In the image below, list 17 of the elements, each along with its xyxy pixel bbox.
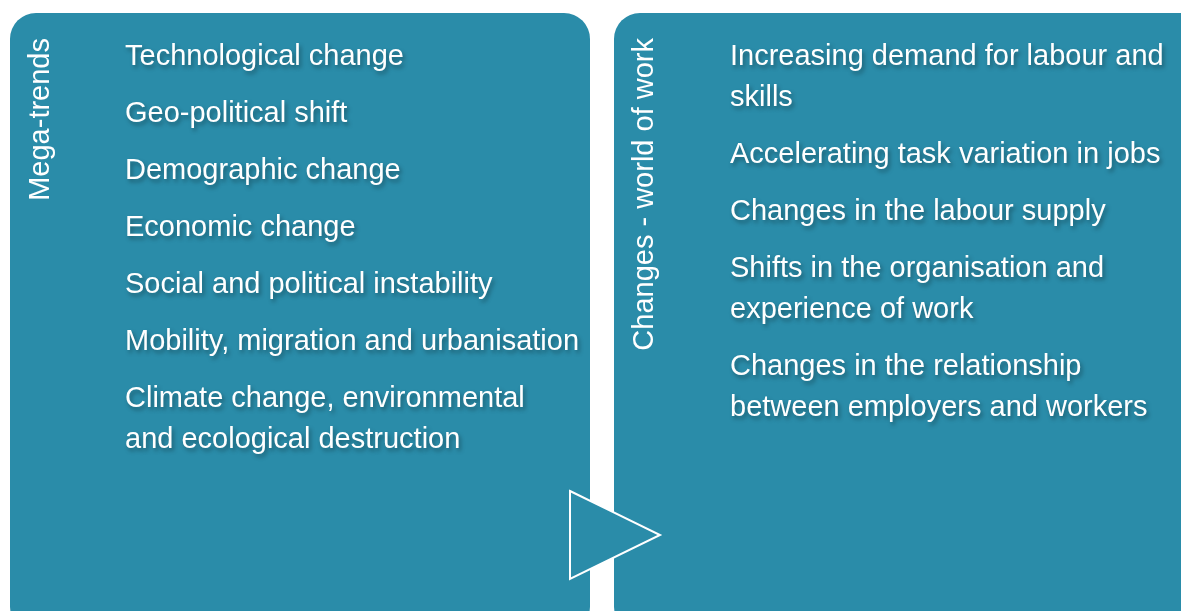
list-item: Technological change [125,38,405,73]
panel [10,13,590,611]
arrow [569,489,663,581]
list-item: Accelerating task variation in jobs [730,136,1162,171]
list-item: Social and political instability [125,266,494,301]
panel-heading: Changes - world of work [626,38,660,351]
list-item: Demographic change [125,152,402,187]
list-item: Mobility, migration and urbanisation [125,323,580,358]
list-item: Climate change, environmental and ecological destruction [125,380,526,456]
list-item: Changes in the relationship between employers and workers [730,348,1149,424]
panel [614,13,1181,611]
list-item: Shifts in the organisation and experience of work [730,250,1106,326]
list-item: Geo-political shift [125,95,349,130]
list-item: Increasing demand for labour and skills [730,38,1165,114]
list-item: Changes in the labour supply [730,193,1107,228]
panel-heading: Mega-trends [22,38,56,201]
list-item: Economic change [125,209,357,244]
